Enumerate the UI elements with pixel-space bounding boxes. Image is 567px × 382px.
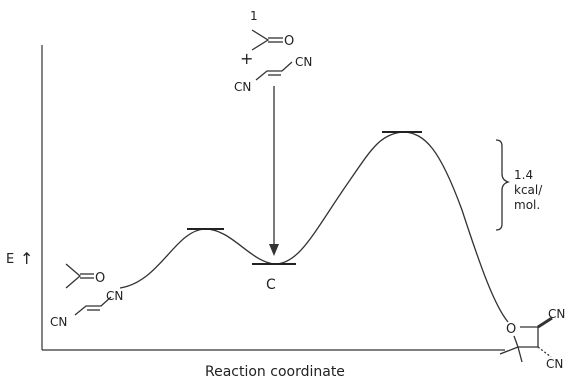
product-cn-bottom: CN	[546, 357, 563, 371]
scale-line-2: kcal/	[514, 183, 543, 197]
top-ketone-oxygen: O	[284, 34, 294, 49]
y-axis-arrow: ↑	[20, 249, 33, 268]
plus-sign: +	[240, 49, 253, 68]
scale-line-3: mol.	[514, 198, 540, 212]
left-alkene-bonds	[74, 296, 112, 316]
x-axis-label: Reaction coordinate	[205, 364, 345, 380]
gem-methyl-2	[517, 346, 523, 363]
cn-hash-bottom	[537, 346, 552, 358]
gem-methyl-1	[499, 346, 519, 355]
intermediate-label: C	[266, 277, 276, 293]
product-cn-top: CN	[548, 307, 565, 321]
left-alkene-cn-right: CN	[106, 289, 123, 303]
cn-wedge-top	[537, 316, 553, 329]
scale-line-1: 1.4	[514, 168, 533, 182]
energy-curve	[119, 131, 509, 323]
product-oxetane: O CN CN	[499, 307, 565, 371]
product-ring-oxygen: O	[506, 322, 516, 337]
top-alkene-cn-left: CN	[234, 80, 251, 94]
top-alkene-bonds	[255, 61, 293, 81]
oxetane-bond-left	[513, 335, 519, 348]
left-reactants: O CN CN	[50, 263, 123, 329]
superscript-label: 1	[250, 9, 258, 23]
y-axis-label: E	[6, 252, 14, 267]
scale-bracket	[495, 139, 511, 231]
left-ketone-bonds	[65, 263, 81, 289]
left-ketone-oxygen: O	[95, 271, 105, 286]
top-ketone-bonds	[251, 29, 270, 51]
left-alkene-cn-left: CN	[50, 315, 67, 329]
top-reagents: 1 O + CN CN	[234, 9, 312, 94]
top-alkene-cn-right: CN	[295, 55, 312, 69]
pointer-arrow-head	[269, 244, 279, 256]
